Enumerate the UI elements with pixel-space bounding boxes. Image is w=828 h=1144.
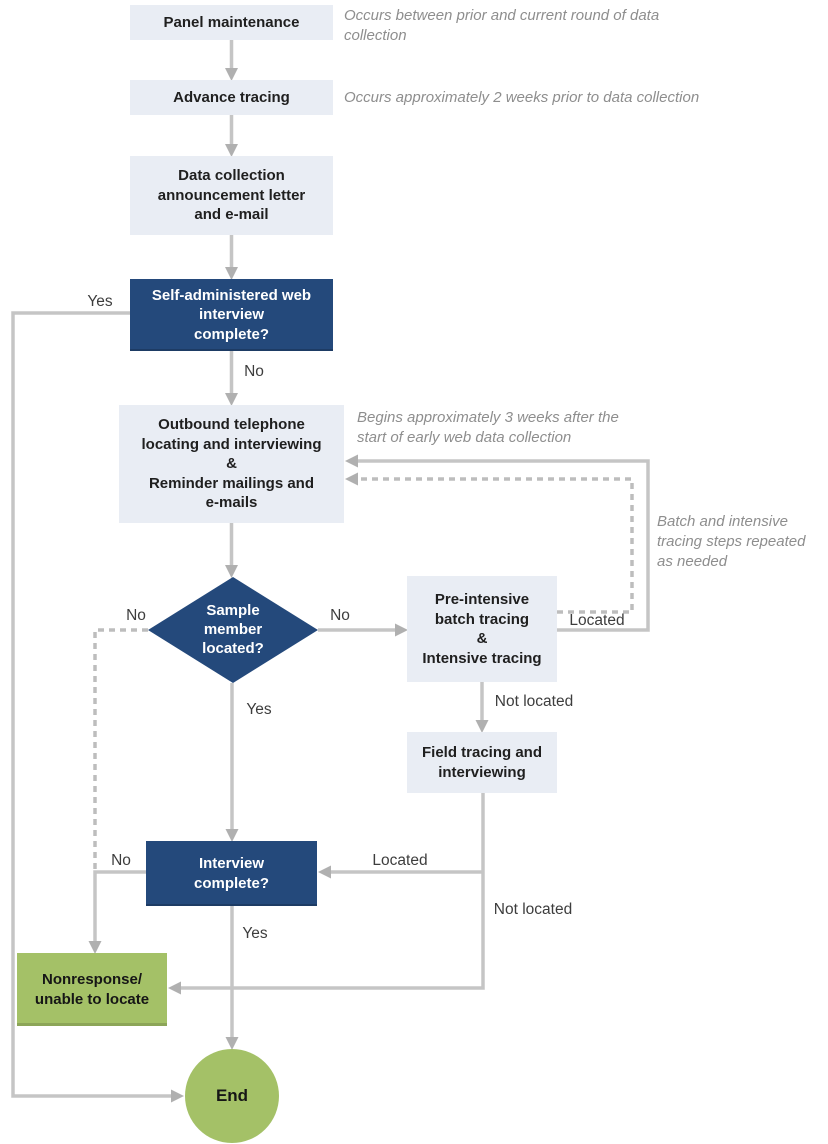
note-batch-repeat: Batch and intensive tracing steps repeat… <box>657 513 806 570</box>
note-outbound-timing: Begins approximately 3 weeks after the s… <box>357 409 619 446</box>
node-end: End <box>185 1049 279 1143</box>
node-panel-maintenance: Panel maintenance <box>130 5 333 40</box>
edge-label-web-yes: Yes <box>87 293 113 310</box>
node-interview-complete: Interview complete? <box>146 841 317 906</box>
node-advance-tracing: Advance tracing <box>130 80 333 115</box>
edge-label-sample-no-right: No <box>330 607 350 624</box>
edge-web-yes-to-end <box>11 311 184 1103</box>
edge-label-field-not-located: Not located <box>493 901 573 918</box>
edge-label-interview-yes: Yes <box>242 925 268 942</box>
node-nonresponse: Nonresponse/ unable to locate <box>17 953 167 1026</box>
edge-label-interview-no: No <box>111 852 131 869</box>
edge-label-pre-not-located: Not located <box>494 693 574 710</box>
node-web-interview-complete: Self-administered web interview complete… <box>130 279 333 351</box>
node-sample-member-located-label: Sample member located? <box>202 602 264 658</box>
edge-diamond-no-left-dashed <box>93 628 148 870</box>
edge-label-sample-no-left: No <box>126 607 146 624</box>
decision-diamond-sample-located <box>148 577 318 683</box>
node-outbound-telephone: Outbound telephone locating and intervie… <box>119 405 344 523</box>
note-advance-tracing: Occurs approximately 2 weeks prior to da… <box>344 89 700 106</box>
edge-preintensive-dashed-return <box>345 472 634 614</box>
node-pre-intensive-tracing: Pre-intensive batch tracing & Intensive … <box>407 576 557 682</box>
edge-label-sample-yes: Yes <box>246 701 272 718</box>
edge-label-web-no: No <box>244 363 264 380</box>
node-field-tracing: Field tracing and interviewing <box>407 732 557 793</box>
node-announcement-letter: Data collection announcement letter and … <box>130 156 333 235</box>
edge-preintensive-located-return <box>345 454 650 632</box>
edge-label-field-located: Located <box>372 852 428 869</box>
edge-field-notlocated-to-nonresponse <box>168 793 485 995</box>
note-panel-maintenance: Occurs between prior and current round o… <box>344 7 660 44</box>
edge-label-pre-located: Located <box>569 612 625 629</box>
edge-interview-no-to-nonresponse <box>88 870 146 954</box>
